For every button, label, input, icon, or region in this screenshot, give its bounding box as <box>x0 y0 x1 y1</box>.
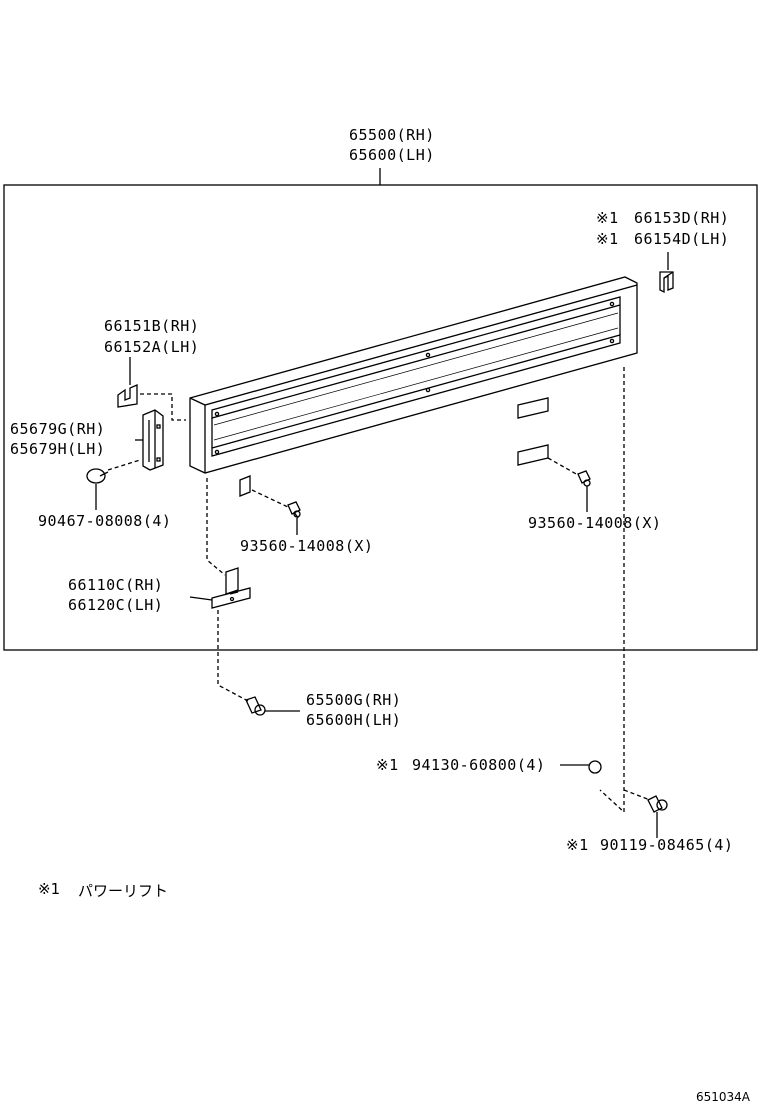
clip-top-rh: 66153D(RH) <box>634 209 730 227</box>
left-clip-part <box>117 384 138 408</box>
left-clip-lh: 66152A(LH) <box>104 338 200 356</box>
screw-mid-label: 93560-14008(X) <box>240 537 374 555</box>
clip-top-mark-2: ※1 <box>596 230 619 248</box>
side-panel <box>189 276 638 474</box>
bracket-part <box>142 409 164 471</box>
main-part-rh: 65500(RH) <box>349 126 435 144</box>
diagram-code: 651034A <box>696 1090 751 1104</box>
hinge-lh: 66120C(LH) <box>68 596 164 614</box>
nut-label: 94130-60800(4) <box>412 756 546 774</box>
footnote-text: パワーリフト <box>78 882 169 900</box>
nut-mark: ※1 <box>376 756 399 774</box>
hinge-bolt-part <box>245 696 266 716</box>
small-bolt-label: 90119-08465(4) <box>600 836 734 854</box>
small-clip-mid <box>239 475 251 497</box>
main-part-lh: 65600(LH) <box>349 146 435 164</box>
pin-part <box>86 468 109 484</box>
screw-right-label: 93560-14008(X) <box>528 514 662 532</box>
label-plate-lower <box>517 444 549 466</box>
label-plate-upper <box>517 397 549 419</box>
pin-label: 90467-08008(4) <box>38 512 172 530</box>
clip-top-mark-1: ※1 <box>596 209 619 227</box>
left-clip-rh: 66151B(RH) <box>104 317 200 335</box>
footnote-mark: ※1 <box>38 880 61 898</box>
nut-part <box>588 760 602 774</box>
bracket-rh: 65679G(RH) <box>10 420 106 438</box>
small-bolt-mark: ※1 <box>566 836 589 854</box>
clip-top-lh: 66154D(LH) <box>634 230 730 248</box>
hinge-bolt-rh: 65500G(RH) <box>306 691 402 709</box>
hinge-part <box>211 567 251 609</box>
hinge-bolt-lh: 65600H(LH) <box>306 711 402 729</box>
small-bolt-part <box>647 795 668 813</box>
top-clip-part <box>659 271 674 294</box>
screw-right-part <box>577 470 591 487</box>
bracket-lh: 65679H(LH) <box>10 440 106 458</box>
hinge-rh: 66110C(RH) <box>68 576 164 594</box>
screw-mid-part <box>287 501 301 519</box>
